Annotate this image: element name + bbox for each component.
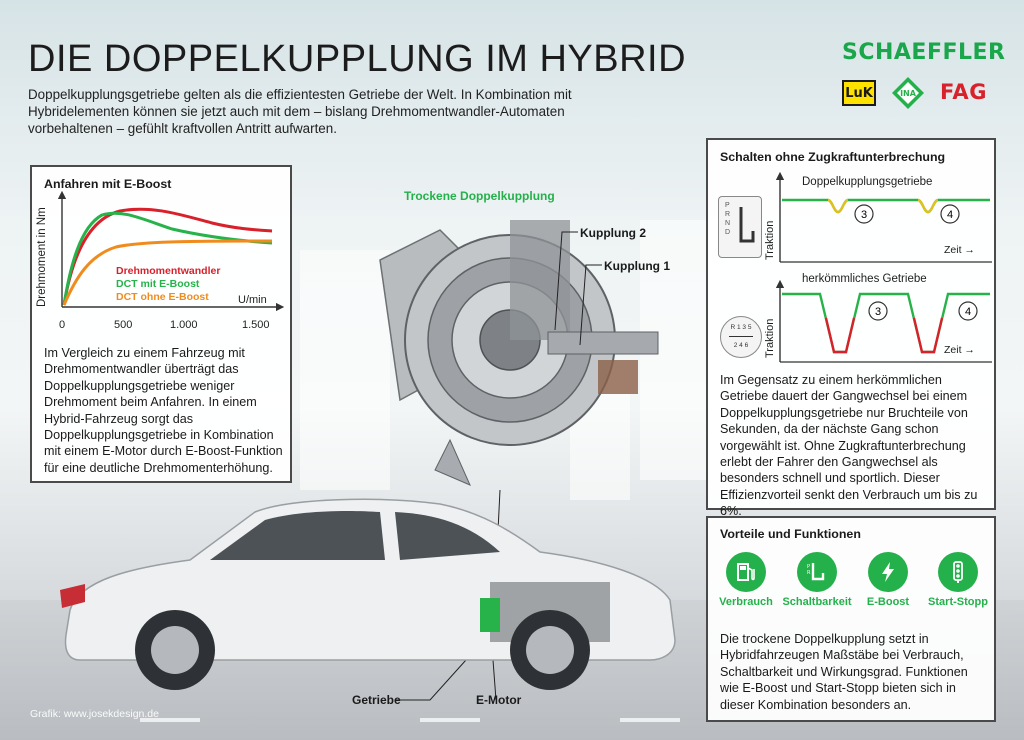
feature-label: E-Boost bbox=[866, 596, 910, 608]
graph-legend: Drehmomentwandler DCT mit E-Boost DCT oh… bbox=[116, 265, 220, 304]
manual-shifter-icon: R 1 3 5 2 4 6 bbox=[720, 316, 762, 358]
automatic-shifter-icon: P R N D bbox=[718, 196, 762, 258]
x-tick: 1.500 bbox=[242, 319, 270, 331]
time-label: Zeit → bbox=[944, 344, 975, 356]
lane-marking bbox=[420, 718, 480, 722]
panel-heading: Vorteile und Funktionen bbox=[720, 527, 861, 541]
schaeffler-logo: SCHAEFFLER bbox=[842, 40, 1006, 65]
fuel-pump-icon bbox=[726, 552, 766, 592]
credit-text: Grafik: www.josekdesign.de bbox=[30, 708, 159, 720]
panel-schalten: Schalten ohne Zugkraftunterbrechung P R … bbox=[706, 138, 996, 518]
svg-text:INA: INA bbox=[900, 89, 917, 98]
e-motor-highlight bbox=[480, 598, 500, 632]
curve-dct-ohne-e-boost bbox=[62, 239, 273, 306]
panel-heading: Anfahren mit E-Boost bbox=[44, 177, 172, 191]
label-kupplung-2: Kupplung 2 bbox=[580, 226, 646, 240]
mount bbox=[434, 438, 471, 486]
shift-p: P bbox=[725, 202, 730, 209]
lane-marking bbox=[620, 718, 680, 722]
feature-label: Start-Stopp bbox=[928, 596, 988, 608]
curve-dct-mit-e-boost bbox=[62, 211, 273, 306]
tail-light bbox=[60, 584, 85, 608]
curve-drehmomentwandler bbox=[62, 207, 273, 306]
x-tick: 1.000 bbox=[170, 319, 198, 331]
label-conventional: herkömmliches Getriebe bbox=[802, 273, 927, 285]
torque-graph bbox=[57, 190, 285, 312]
car-illustration bbox=[60, 498, 676, 690]
x-tick: 500 bbox=[114, 319, 133, 331]
panel-heading: Schalten ohne Zugkraftunterbrechung bbox=[720, 150, 946, 164]
car-window-rear bbox=[210, 510, 385, 560]
feature-start-stopp: Start-Stopp bbox=[924, 552, 992, 608]
shift-pattern-bottom: 2 4 6 bbox=[733, 342, 749, 349]
label-getriebe: Getriebe bbox=[352, 693, 401, 707]
label-trockene-doppelkupplung: Trockene Doppelkupplung bbox=[404, 189, 555, 203]
fag-logo: FAG bbox=[940, 80, 987, 104]
gear-number: 4 bbox=[947, 209, 953, 221]
page-title: DIE DOPPELKUPPLUNG IM HYBRID bbox=[28, 38, 687, 80]
car-window-front bbox=[395, 512, 500, 560]
label-e-motor: E-Motor bbox=[476, 693, 522, 707]
y-axis-label: Drehmoment in Nm bbox=[36, 207, 48, 307]
svg-text:P: P bbox=[807, 564, 810, 570]
panel-text: Die trockene Doppelkupplung setzt in Hyb… bbox=[720, 632, 968, 712]
lightning-icon bbox=[868, 552, 908, 592]
gear-number: 3 bbox=[875, 306, 881, 318]
lane-marking bbox=[140, 718, 200, 722]
legend-dct-mit-e-boost: DCT mit E-Boost bbox=[116, 278, 200, 290]
front-rim bbox=[526, 626, 574, 674]
x-unit-label: U/min bbox=[238, 294, 267, 306]
rear-rim bbox=[151, 626, 199, 674]
shift-d: D bbox=[725, 229, 731, 236]
legend-drehmomentwandler: Drehmomentwandler bbox=[116, 265, 221, 277]
feature-label: Schaltbarkeit bbox=[782, 596, 852, 608]
cutaway bbox=[510, 220, 570, 340]
panel-text: Im Vergleich zu einem Fahrzeug mit Drehm… bbox=[44, 346, 283, 475]
shift-n: N bbox=[725, 220, 731, 227]
gear-number: 4 bbox=[965, 306, 971, 318]
luk-logo: LuK bbox=[842, 80, 876, 106]
traction-label: Traktion bbox=[764, 220, 776, 260]
shift-gate bbox=[739, 207, 755, 243]
dual-clutch-illustration bbox=[379, 220, 659, 486]
gear-number: 3 bbox=[861, 209, 867, 221]
shift-pattern-top: R 1 3 5 bbox=[730, 324, 752, 331]
shift-pattern-line bbox=[729, 336, 753, 337]
traction-label: Traktion bbox=[764, 318, 776, 358]
traffic-light-icon bbox=[938, 552, 978, 592]
friction-lining bbox=[598, 360, 638, 394]
intro-text: Doppelkupplungsgetriebe gelten als die e… bbox=[28, 87, 572, 136]
label-kupplung-1: Kupplung 1 bbox=[604, 259, 670, 273]
label-dct: Doppelkupplungsgetriebe bbox=[802, 176, 933, 188]
panel-text: Im Gegensatz zu einem herkömmlichen Getr… bbox=[720, 373, 978, 519]
shift-r: R bbox=[725, 211, 731, 218]
feature-verbrauch: Verbrauch bbox=[714, 552, 778, 608]
legend-dct-ohne-e-boost: DCT ohne E-Boost bbox=[116, 291, 209, 303]
panel-e-boost: Anfahren mit E-Boost Drehmoment in Nm Dr… bbox=[30, 165, 292, 483]
svg-text:R: R bbox=[807, 570, 811, 576]
input-shaft bbox=[547, 331, 659, 355]
time-label: Zeit → bbox=[944, 244, 975, 256]
feature-label: Verbrauch bbox=[719, 596, 773, 608]
x-tick: 0 bbox=[59, 319, 66, 331]
feature-e-boost: E-Boost bbox=[856, 552, 920, 608]
building bbox=[300, 250, 390, 490]
ina-logo: INA bbox=[892, 77, 924, 109]
